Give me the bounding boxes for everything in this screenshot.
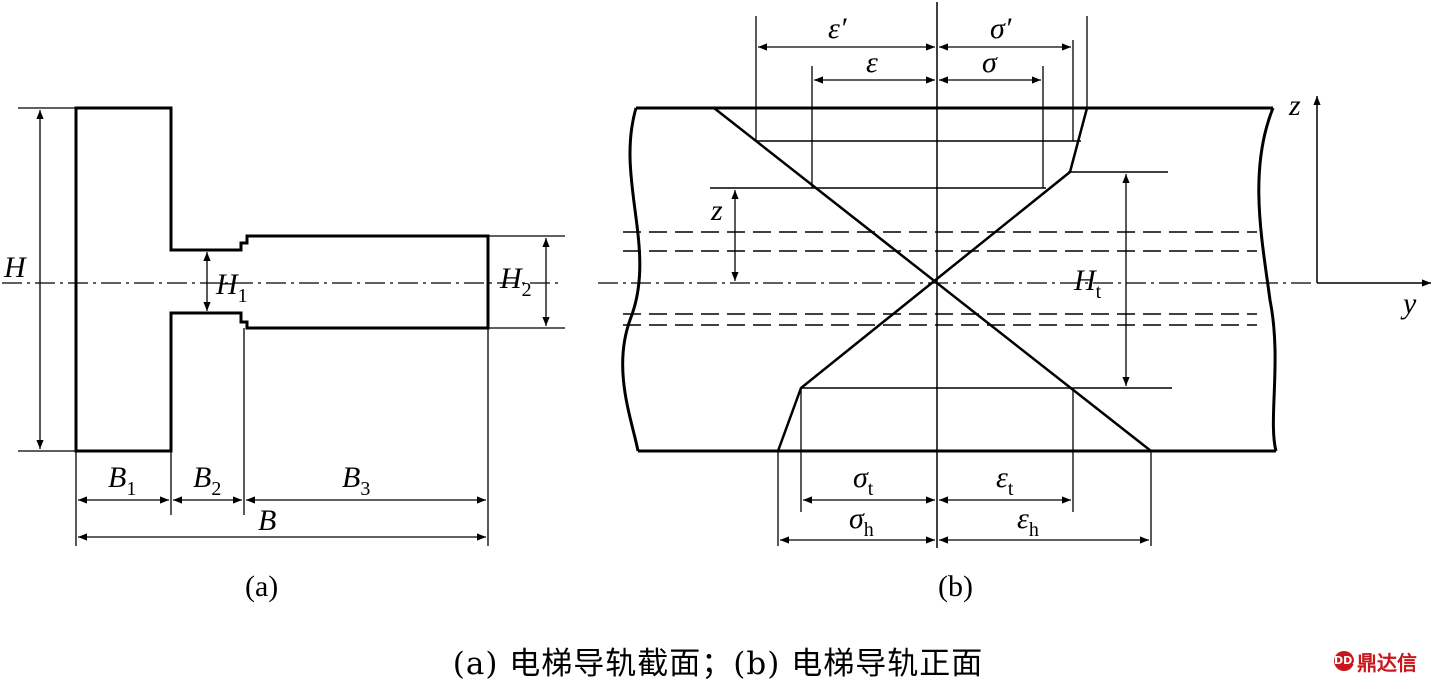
label-Ht: Ht bbox=[1073, 264, 1102, 303]
cross-section-labels: H H1 H2 B1 B2 B3 B (a) bbox=[3, 251, 532, 603]
label-H2: H2 bbox=[499, 262, 532, 301]
label-eps-h: εh bbox=[1017, 502, 1039, 541]
label-sigma-t: σt bbox=[853, 461, 874, 500]
label-sigma-h: σh bbox=[849, 502, 874, 541]
label-H: H bbox=[3, 251, 28, 284]
label-B2: B2 bbox=[193, 461, 221, 500]
stress-line-diagonal-up bbox=[776, 107, 1089, 452]
rail-cross-section-outline bbox=[74, 106, 490, 453]
label-B3: B3 bbox=[342, 461, 370, 500]
break-line-left bbox=[621, 107, 642, 452]
label-sigma-prime: σ′ bbox=[990, 12, 1012, 45]
axis-z-label: z bbox=[1288, 89, 1301, 122]
stress-line-diagonal-down bbox=[713, 107, 1152, 452]
front-view-labels: ε′ σ′ ε σ z Ht σt εt σh εh z y (b) bbox=[710, 12, 1417, 603]
label-B1: B1 bbox=[108, 461, 136, 500]
label-H1: H1 bbox=[215, 268, 248, 307]
watermark-logo: DDX 鼎达信 bbox=[1334, 648, 1417, 675]
label-B: B bbox=[258, 504, 276, 537]
break-line-right bbox=[1257, 107, 1278, 452]
subfigure-tag-b: (b) bbox=[938, 570, 973, 603]
front-view-figure bbox=[598, 2, 1431, 548]
watermark-logo-icon: DDX bbox=[1334, 651, 1361, 671]
figure-caption: (a) 电梯导轨截面；(b) 电梯导轨正面 bbox=[452, 646, 984, 682]
label-eps-t: εt bbox=[996, 461, 1014, 500]
label-eps-prime: ε′ bbox=[828, 12, 847, 45]
axis-y-label: y bbox=[1400, 287, 1417, 320]
cross-section-figure bbox=[2, 106, 565, 546]
subfigure-tag-a: (a) bbox=[245, 570, 278, 603]
label-eps: ε bbox=[866, 46, 878, 79]
label-sigma: σ bbox=[982, 46, 998, 79]
watermark-text: 鼎达信 bbox=[1357, 650, 1417, 675]
label-z: z bbox=[710, 194, 723, 227]
